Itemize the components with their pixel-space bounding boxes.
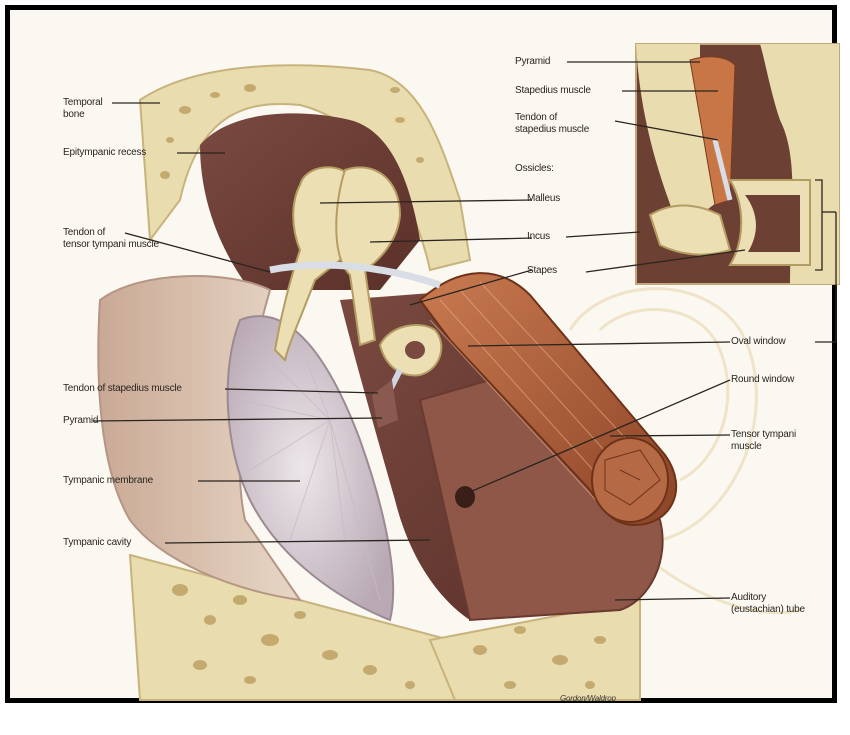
label-stapes: Stapes (527, 265, 557, 277)
label-inset-pyramid: Pyramid (515, 56, 550, 68)
label-round-window: Round window (731, 374, 794, 386)
label-inset-tendon-stapedius: Tendon of stapedius muscle (515, 112, 589, 136)
label-tendon-stapedius: Tendon of stapedius muscle (63, 383, 182, 395)
label-tensor-tympani-muscle: Tensor tympani muscle (731, 429, 796, 453)
round-window (455, 486, 475, 508)
label-auditory-tube: Auditory (eustachian) tube (731, 592, 805, 616)
label-oval-window: Oval window (731, 336, 786, 348)
label-pyramid: Pyramid (63, 415, 98, 427)
label-malleus: Malleus (527, 193, 560, 205)
illustrator-credit: Gordon/Waldrop (560, 693, 616, 705)
label-epitympanic-recess: Epitympanic recess (63, 147, 146, 159)
label-inset-stapedius-muscle: Stapedius muscle (515, 85, 591, 97)
label-tympanic-membrane: Tympanic membrane (63, 475, 153, 487)
label-incus: Incus (527, 231, 550, 243)
label-inset-ossicles: Ossicles: (515, 163, 554, 175)
label-temporal-bone: Temporal bone (63, 97, 103, 121)
inset-panel (636, 44, 839, 284)
label-tympanic-cavity: Tympanic cavity (63, 537, 131, 549)
label-tendon-tensor-tympani: Tendon of tensor tympani muscle (63, 227, 159, 251)
